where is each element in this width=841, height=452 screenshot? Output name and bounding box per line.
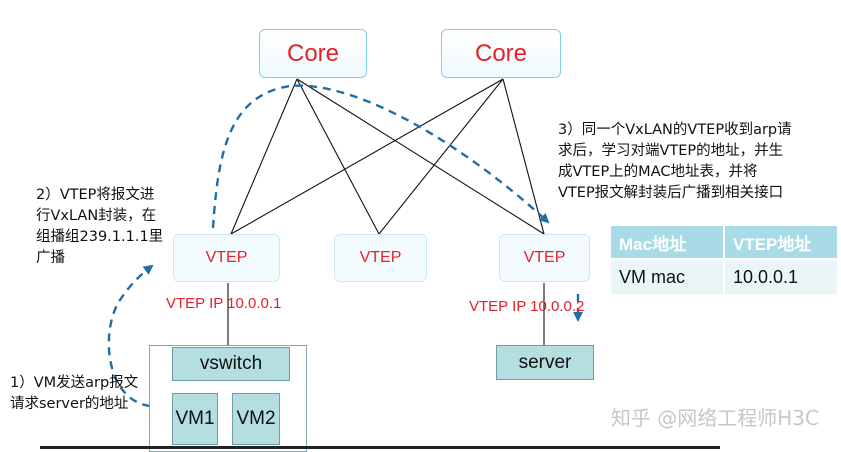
core-switch-1: Core	[259, 29, 367, 78]
note-step-3-line: 成VTEP上的MAC地址表，并将	[558, 164, 758, 180]
note-step-2: 2）VTEP将报文进 行VxLAN封装，在 组播组239.1.1.1里 广播	[36, 185, 163, 269]
table-header-mac: Mac地址	[611, 226, 724, 259]
table-cell-mac: VM mac	[611, 258, 724, 294]
vtep-ip-right: VTEP IP 10.0.0.2	[469, 298, 585, 315]
vm2-box: VM2	[232, 393, 280, 445]
table-header-vtep: VTEP地址	[723, 226, 837, 259]
table-cell-vtep: 10.0.0.1	[723, 258, 837, 294]
note-step-1-line: 请求server的地址	[10, 396, 129, 412]
note-step-3-line: VTEP报文解封装后广播到相关接口	[558, 185, 784, 201]
vtep-ip-left: VTEP IP 10.0.0.1	[166, 295, 282, 312]
fabric-links	[227, 78, 545, 345]
vtep-node-1: VTEP	[173, 234, 280, 282]
bottom-divider	[40, 446, 720, 449]
link-core1-vtep3	[296, 78, 545, 235]
note-step-1: 1）VM发送arp报文 请求server的地址	[10, 373, 138, 415]
link-core2-vtep3	[502, 78, 545, 235]
table-header-row: Mac地址 VTEP地址	[611, 226, 837, 259]
link-core2-vtep2	[378, 78, 504, 235]
link-core1-vtep1	[230, 78, 298, 235]
link-core1-vtep2	[296, 78, 380, 235]
vtep-2-label: VTEP	[359, 249, 402, 266]
core-switch-2: Core	[441, 29, 561, 78]
vtep-node-2: VTEP	[334, 234, 427, 282]
note-step-2-line: 组播组239.1.1.1里	[36, 229, 164, 245]
note-step-3: 3）同一个VxLAN的VTEP收到arp请 求后，学习对端VTEP的地址，并生 …	[558, 120, 792, 204]
vswitch-label: vswitch	[199, 353, 263, 374]
server-label: server	[518, 351, 572, 373]
table-row: VM mac 10.0.0.1	[611, 258, 837, 294]
note-step-3-line: 3）同一个VxLAN的VTEP收到arp请	[558, 122, 792, 138]
vswitch-box: vswitch	[172, 347, 290, 381]
core-1-label: Core	[286, 39, 340, 67]
note-step-2-line: 2）VTEP将报文进	[36, 187, 155, 203]
note-step-2-line: 行VxLAN封装，在	[36, 208, 157, 224]
arrow-vm-to-vtep	[107, 264, 154, 408]
vtep-node-3: VTEP	[499, 234, 590, 282]
arrow-vtep-multicast	[211, 84, 550, 229]
server-box: server	[496, 345, 594, 380]
vm2-label: VM2	[236, 408, 276, 429]
vtep-1-label: VTEP	[205, 249, 248, 266]
link-core2-vtep1	[230, 78, 504, 235]
vm1-box: VM1	[172, 393, 218, 445]
core-2-label: Core	[474, 39, 528, 67]
vm1-label: VM1	[175, 408, 215, 429]
note-step-3-line: 求后，学习对端VTEP的地址，并生	[558, 143, 784, 159]
note-step-2-line: 广播	[36, 250, 65, 266]
vtep-3-label: VTEP	[523, 249, 566, 266]
watermark: 知乎 @网络工程师H3C	[610, 406, 819, 430]
note-step-1-line: 1）VM发送arp报文	[10, 375, 139, 391]
mac-address-table: Mac地址 VTEP地址 VM mac 10.0.0.1	[611, 226, 837, 294]
